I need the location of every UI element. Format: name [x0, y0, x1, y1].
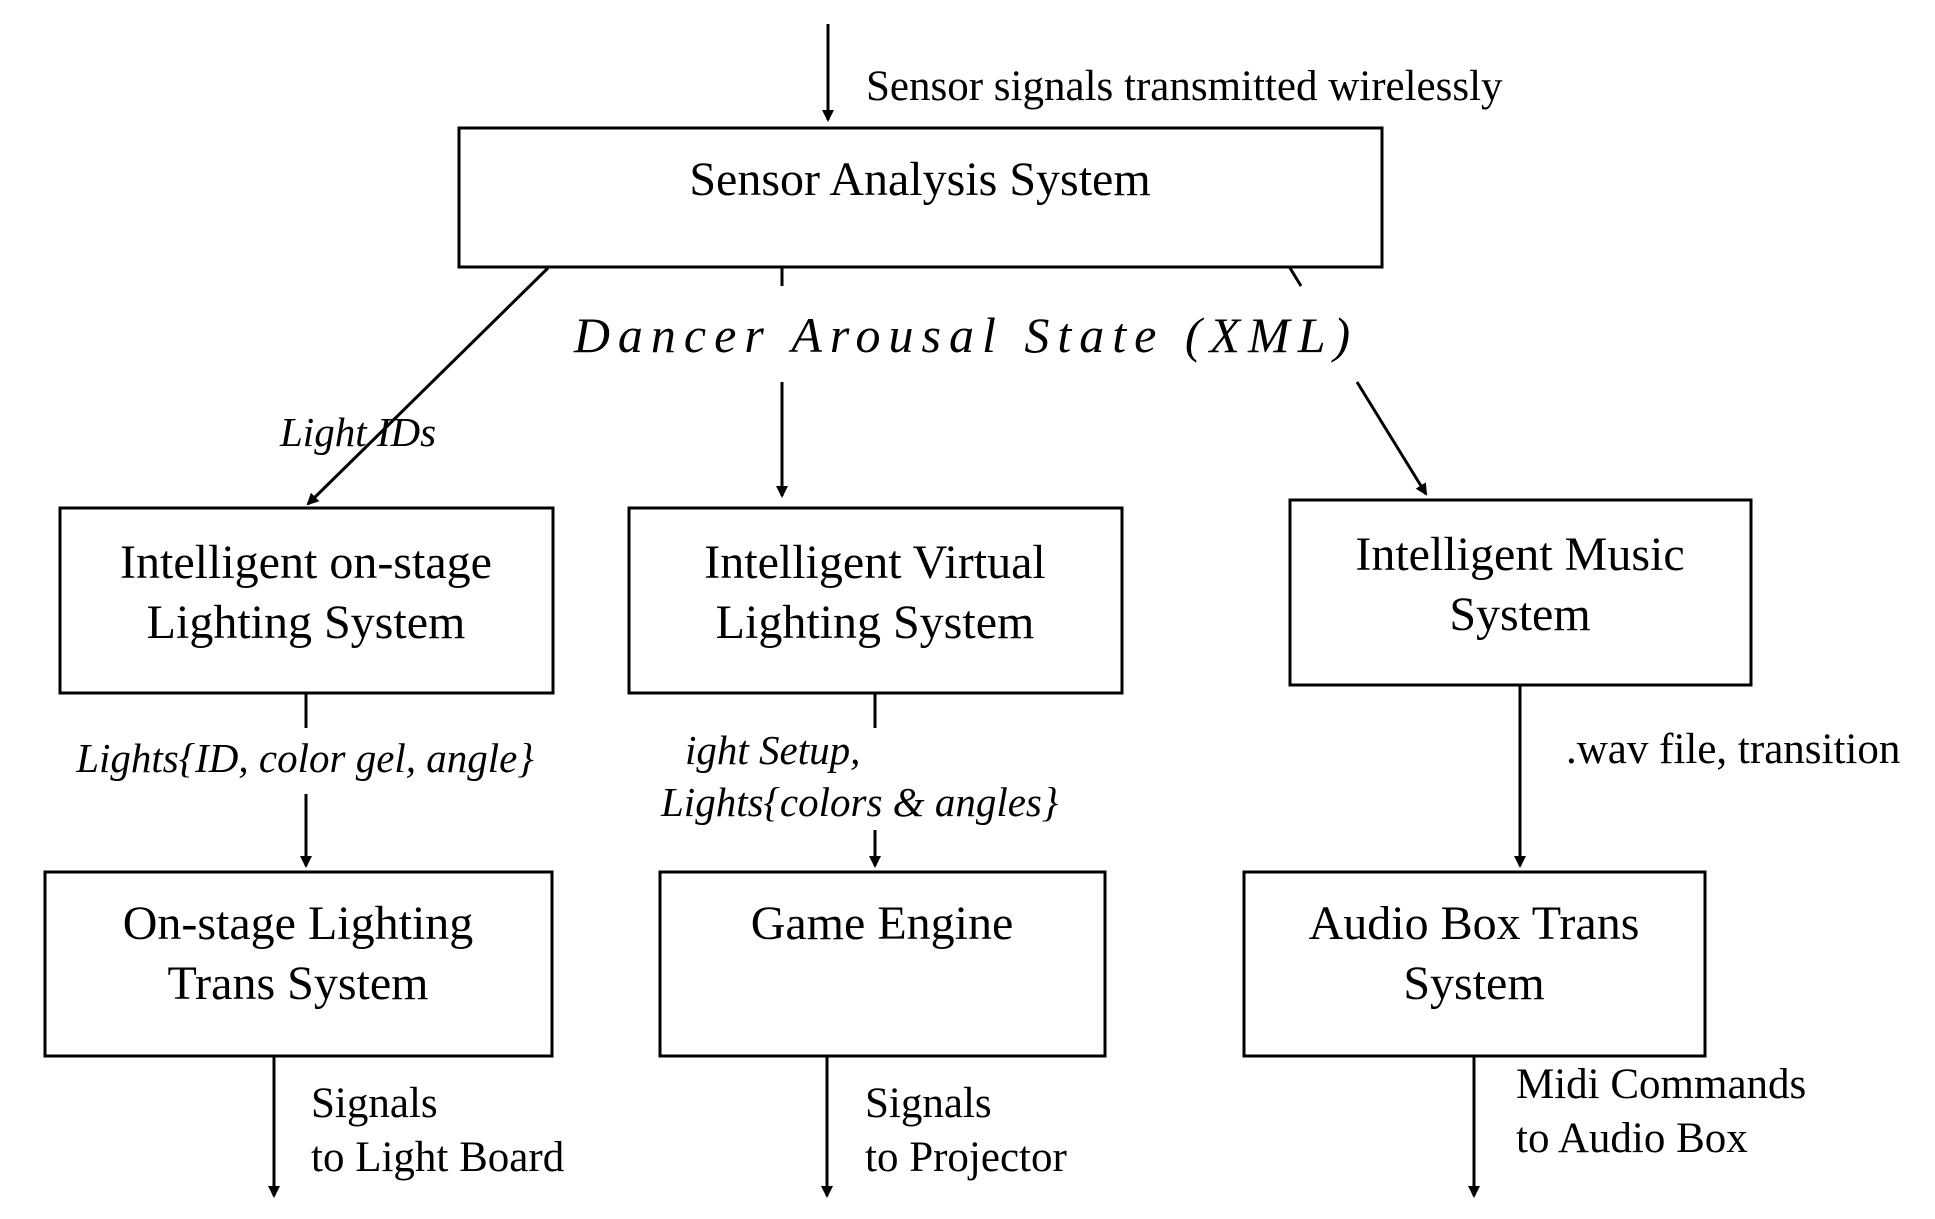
- onstage-lighting-box: [58, 506, 555, 695]
- dancer-arousal-label: Dancer Arousal State (XML): [573, 307, 1358, 363]
- sensor-analysis-label: Sensor Analysis System: [689, 153, 1150, 206]
- middle-output-label: ight Setup,Lights{colors & angles}: [660, 727, 1059, 825]
- input-label: Sensor signals transmitted wirelessly: [866, 63, 1503, 110]
- music-system-box: [1288, 498, 1753, 687]
- right-branch-arrow: [1355, 381, 1428, 496]
- game-engine-label: Game Engine: [751, 897, 1014, 950]
- left-output-label: Lights{ID, color gel, angle}: [75, 735, 534, 781]
- onstage-trans-box: [43, 870, 554, 1058]
- right-output-label: .wav file, transition: [1566, 726, 1900, 773]
- right-branch-upper: [1288, 267, 1303, 287]
- left-branch-arrow: [306, 266, 550, 506]
- audio-box-trans-box: [1242, 870, 1707, 1058]
- sensor-analysis-box: [457, 126, 1384, 269]
- light-ids-label: Light IDs: [279, 409, 436, 455]
- game-engine-box: [658, 870, 1107, 1058]
